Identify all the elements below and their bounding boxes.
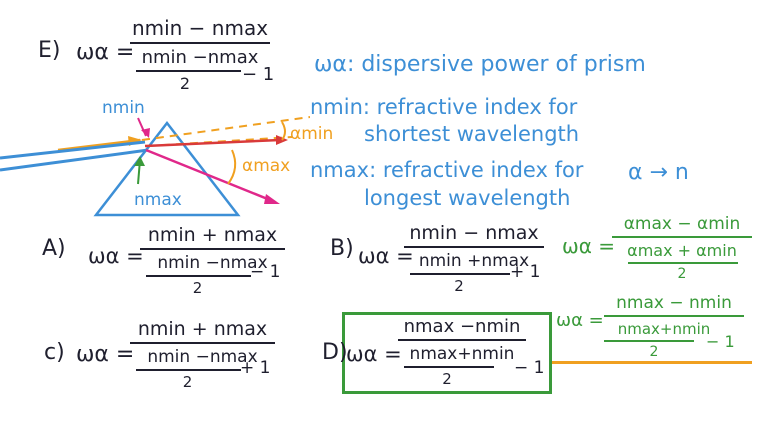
- option-a-inner-denominator: 2: [192, 279, 203, 297]
- option-b-numerator: nmin − nmax: [409, 222, 539, 244]
- option-c-label: c): [44, 340, 65, 365]
- question-e-numerator: nmin − nmax: [131, 16, 269, 40]
- option-d-trail: − 1: [514, 358, 545, 378]
- question-e-inner-denominator: 2: [179, 74, 191, 93]
- def-nmin-text-1: : refractive index for: [362, 95, 578, 119]
- def-nmax-text-1: : refractive index for: [369, 158, 584, 182]
- option-c-numerator: nmin + nmax: [137, 318, 268, 340]
- diagram-nmin-label: nmin: [102, 98, 145, 118]
- dashed-extension-upper: [141, 116, 310, 141]
- def-omega: ωα: dispersive power of prism: [314, 52, 646, 77]
- magenta-ray: [145, 148, 276, 204]
- def-omega-text: : dispersive power of prism: [346, 52, 646, 77]
- option-b-inner-denominator: 2: [454, 277, 464, 295]
- green-alpha-inner-denominator: 2: [677, 266, 687, 282]
- green-n-fraction: nmax − nmin nmax+nmin 2: [604, 293, 744, 360]
- green-alpha-numerator: αmax − αmin: [623, 214, 741, 234]
- prism-triangle: [93, 120, 241, 217]
- green-alpha-fraction: αmax − αmin αmax + αmin 2: [612, 214, 752, 282]
- option-d-fraction: nmax −nmin nmax+nmin 2: [398, 316, 526, 388]
- magenta-ray-arrow: [264, 194, 280, 204]
- option-b-fraction: nmin − nmax nmin +nmax 2: [404, 222, 544, 295]
- option-a-inner-numerator: nmin −nmax: [157, 253, 268, 273]
- def-nmax: nmax: refractive index for: [310, 158, 583, 182]
- def-nmin: nmin: refractive index for: [310, 95, 577, 119]
- option-b-trail: + 1: [510, 262, 541, 282]
- option-c-lhs: ωα =: [76, 342, 135, 367]
- nmin-pointer-head: [141, 128, 150, 138]
- option-d-numerator: nmax −nmin: [403, 316, 521, 337]
- option-d-label: D): [322, 340, 348, 365]
- red-ray: [144, 138, 281, 148]
- green-alpha-lhs: ωα =: [562, 234, 616, 258]
- option-c-inner-numerator: nmin −nmax: [147, 347, 258, 367]
- question-e-trail: − 1: [242, 64, 275, 85]
- blue-beam-top: [0, 140, 146, 160]
- option-a-numerator: nmin + nmax: [147, 224, 278, 246]
- option-d-inner-numerator: nmax+nmin: [409, 344, 515, 364]
- question-e-label: E): [38, 38, 61, 63]
- green-n-trail: − 1: [706, 332, 735, 351]
- green-alpha-inner-numerator: αmax + αmin: [627, 241, 737, 260]
- prism-diagram: [0, 116, 310, 217]
- def-nmin-text-2: shortest wavelength: [364, 122, 580, 146]
- diagram-nmax-label: nmax: [134, 190, 182, 210]
- option-d-lhs: ωα =: [346, 342, 402, 366]
- option-a-trail: − 1: [250, 262, 281, 282]
- option-d-highlight-box[interactable]: [342, 312, 552, 394]
- blue-beam-bottom: [0, 148, 149, 172]
- green-n-inner-numerator: nmax+nmin: [617, 320, 711, 338]
- def-nmax-text-2: longest wavelength: [364, 186, 571, 210]
- option-b-inner-numerator: nmin +nmax: [418, 251, 530, 271]
- option-a-fraction: nmin + nmax nmin −nmax 2: [140, 224, 285, 297]
- diagram-alpha-min-label: αmin: [290, 124, 334, 144]
- diagram-alpha-max-label: αmax: [242, 156, 291, 176]
- option-b-lhs: ωα =: [358, 244, 414, 268]
- question-e-lhs: ωα =: [76, 40, 135, 65]
- nmax-pointer-head: [134, 156, 145, 166]
- question-e-fraction: nmin − nmax nmin −nmax 2: [130, 16, 270, 93]
- green-n-lhs: ωα =: [556, 310, 604, 331]
- option-d-inner-denominator: 2: [442, 370, 452, 388]
- green-n-inner-denominator: 2: [649, 344, 659, 360]
- option-c-inner-denominator: 2: [182, 373, 193, 391]
- option-a-label: A): [42, 236, 66, 261]
- orange-underline: [552, 361, 752, 364]
- def-omega-symbol: ωα: [314, 52, 347, 77]
- green-n-numerator: nmax − nmin: [616, 293, 732, 313]
- option-b-label: B): [330, 236, 354, 261]
- alpha-to-n-note: α → n: [628, 160, 689, 185]
- question-e-inner-numerator: nmin −nmax: [141, 47, 259, 68]
- alpha-max-arc: [227, 149, 237, 185]
- def-nmax-symbol: nmax: [310, 158, 370, 182]
- option-c-trail: + 1: [240, 358, 271, 378]
- option-c-fraction: nmin + nmax nmin −nmax 2: [130, 318, 275, 391]
- option-a-lhs: ωα =: [88, 244, 144, 268]
- alpha-min-arc: [281, 121, 286, 141]
- def-nmin-symbol: nmin: [310, 95, 363, 119]
- incident-ray: [57, 138, 141, 152]
